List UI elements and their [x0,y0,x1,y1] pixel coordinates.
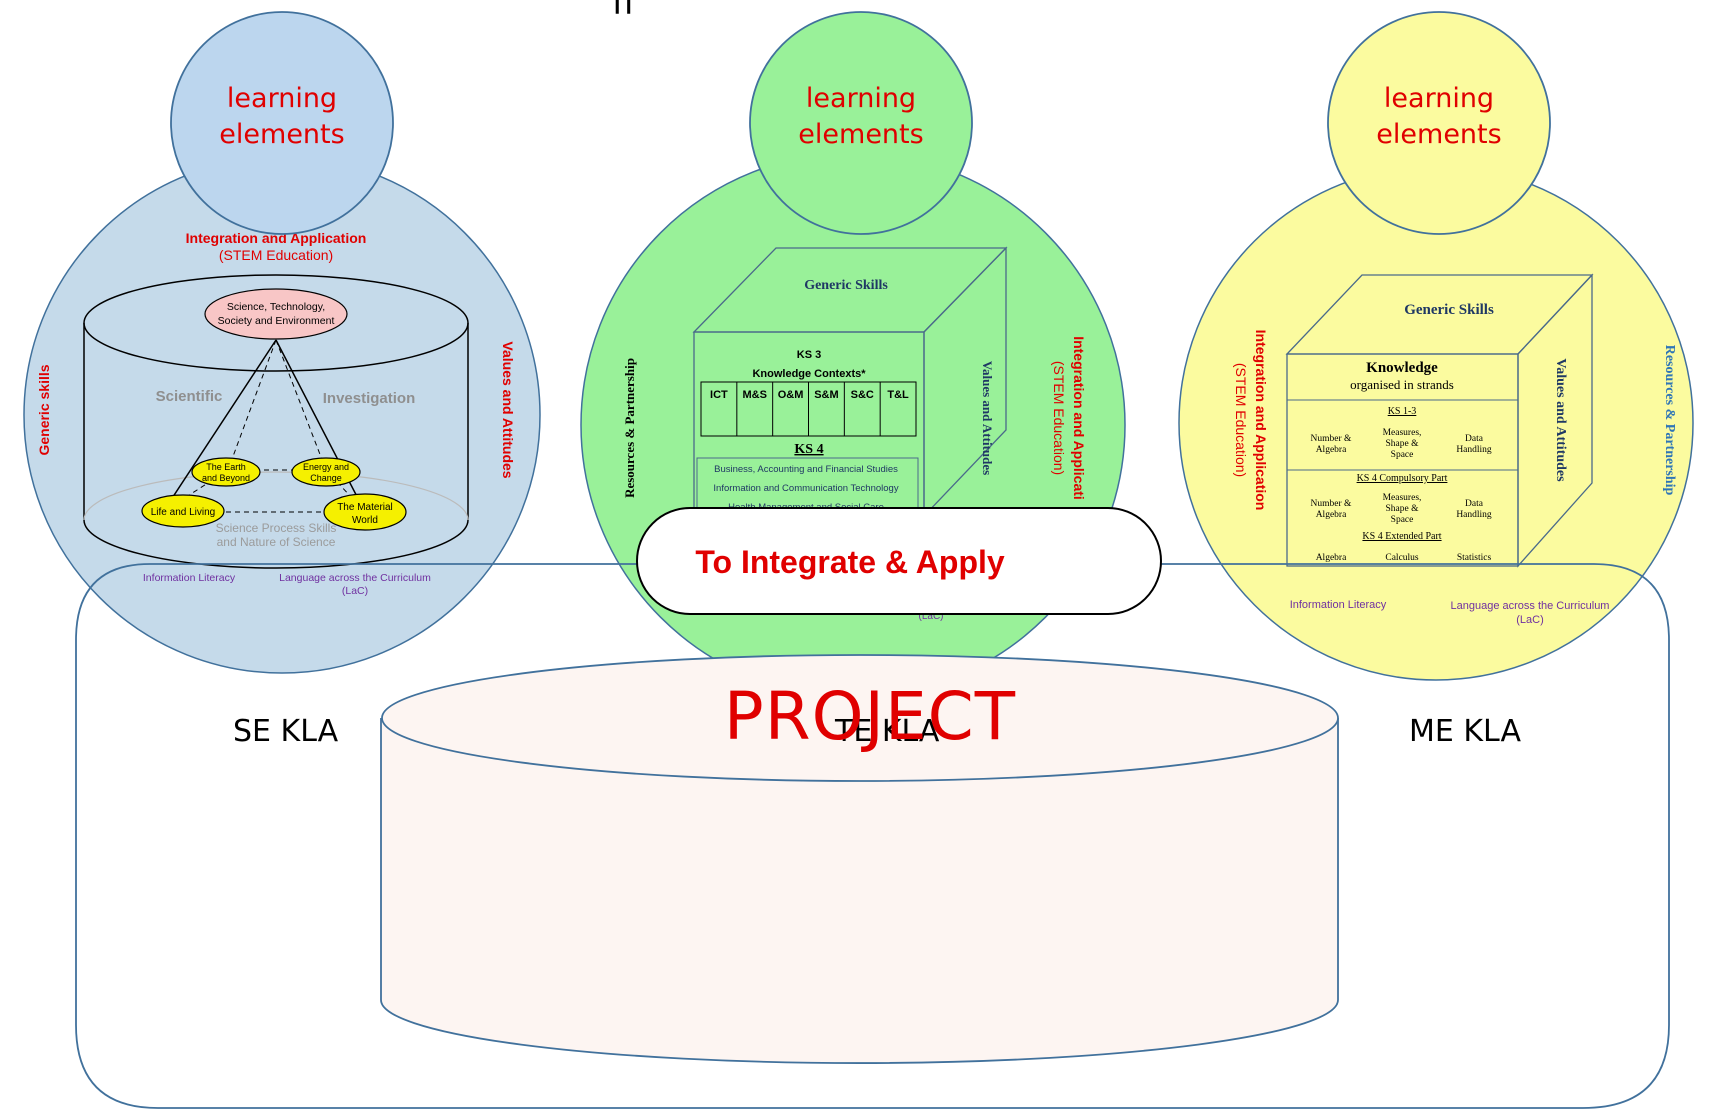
se-material-ellipse [323,493,407,531]
te-values-attitudes: Values and Attitudes [980,361,995,475]
me-strand-text: Handling [1456,445,1492,455]
me-strand-text: Algebra [1316,510,1347,520]
te-le-line-1: learning [805,83,917,114]
se-le-line-1: learning [226,83,338,114]
se-material-line-2: World [352,515,378,526]
me-strand-text: Data [1465,499,1484,509]
me-knowledge: Knowledge [1366,360,1438,376]
me-le-line-1: learning [1383,83,1495,114]
te-generic-skills: Generic Skills [804,278,888,293]
te-kla-label: TE KLA [835,714,940,749]
se-life-ellipse [141,494,225,528]
se-learning-elements-label: learning elements [172,81,392,153]
kla-container-outline [75,563,1670,1109]
se-integration-sub: (STEM Education) [219,247,333,263]
se-sts-ellipse [204,288,348,340]
me-lac-line-1: Language across the Curriculum [1451,600,1610,612]
me-ks13: KS 1-3 [1388,406,1417,417]
te-context-cell: S&M [814,389,838,401]
me-strand-text: Shape & [1386,439,1420,449]
me-strand-text: Shape & [1386,504,1420,514]
se-info-literacy: Information Literacy [143,572,236,584]
se-lac-line-1: Language across the Curriculum [279,572,431,584]
te-learning-elements-circle [749,11,973,235]
me-cube-front [1286,353,1519,567]
se-kla-label: SE KLA [233,714,339,749]
te-integration-title: Integration and Applicati [1071,336,1087,500]
me-lac-line-2: (LaC) [1516,614,1544,626]
te-ks4-item-2: Information and Communication Technology [713,483,898,494]
me-kla-label: ME KLA [1409,714,1521,749]
me-organised: organised in strands [1350,377,1454,392]
me-strand-text: Space [1391,515,1414,525]
te-context-cell: M&S [743,389,767,401]
me-strand-text: Space [1391,450,1414,460]
te-ks4-item-1: Business, Accounting and Financial Studi… [714,464,898,475]
project-label: PROJECT [723,678,1017,755]
se-le-line-2: elements [219,119,345,150]
se-energy-line-2: Change [310,473,342,483]
se-generic-skills: Generic skills [36,364,52,455]
se-integration-title: Integration and Application [186,230,367,246]
title-fragment: ff [612,0,637,23]
me-strand-text: Number & [1311,434,1353,444]
te-resources-partnership: Resources & Partnership [622,358,637,498]
me-info-literacy: Information Literacy [1290,599,1387,611]
se-sts-line-2: Society and Environment [218,315,335,327]
te-context-cell: O&M [778,389,804,401]
se-earth-line-1: The Earth [206,462,246,472]
se-scientific: Scientific [156,388,223,405]
integrate-apply-pill [636,507,1162,615]
te-integration-sub: (STEM Education) [1051,361,1067,475]
me-extended: KS 4 Extended Part [1362,531,1441,542]
project-cylinder [380,654,1339,1064]
me-strand-text: Data [1465,434,1484,444]
me-le-line-2: elements [1376,119,1502,150]
integrate-apply-label: To Integrate & Apply [695,544,1005,580]
te-ks3: KS 3 [797,349,821,361]
te-lac-fragment: (LaC) [918,611,943,622]
se-process-line-1: Science Process Skills [216,521,337,535]
te-context-cell: ICT [710,389,728,401]
se-life-label: Life and Living [151,507,216,518]
se-lac-line-2: (LaC) [342,585,368,597]
se-investigation: Investigation [323,390,416,407]
se-earth-ellipse [191,457,261,487]
se-kla-group: Integration and Application (STEM Educat… [23,156,541,674]
me-strand-text: Measures, [1383,428,1422,438]
te-context-cell: T&L [887,389,909,401]
me-extended-item: Algebra [1316,553,1347,563]
me-extended-item: Statistics [1457,553,1492,563]
se-earth-line-2: and Beyond [202,473,250,483]
me-integration-sub: (STEM Education) [1233,363,1249,477]
me-learning-elements-circle [1327,11,1551,235]
me-strand-text: Number & [1311,499,1353,509]
me-strand-text: Algebra [1316,445,1347,455]
me-resources-partnership: Resources & Partnership [1662,345,1677,496]
se-energy-line-1: Energy and [303,462,349,472]
te-ks4: KS 4 [794,442,823,457]
se-energy-ellipse [291,457,361,487]
te-le-line-2: elements [798,119,924,150]
me-compulsory: KS 4 Compulsory Part [1357,473,1448,484]
se-learning-elements-circle [170,11,394,235]
me-generic-skills: Generic Skills [1404,302,1494,318]
se-process-line-2: and Nature of Science [217,535,336,549]
me-strand-text: Handling [1456,510,1492,520]
me-kla-group: Generic Skills Knowledge organised in st… [1178,165,1694,681]
me-learning-elements-label: learning elements [1329,81,1549,153]
se-sts-line-1: Science, Technology, [227,301,325,313]
se-values-attitudes: Values and Attitudes [500,341,516,478]
te-knowledge-contexts: Knowledge Contexts* [752,368,866,380]
me-integration-title: Integration and Application [1253,330,1269,511]
me-strand-text: Measures, [1383,493,1422,503]
me-values-attitudes: Values and Attitudes [1553,358,1568,482]
te-learning-elements-label: learning elements [751,81,971,153]
se-material-line-1: The Material [337,502,393,513]
me-extended-item: Calculus [1385,553,1419,563]
te-context-cell: S&C [851,389,874,401]
